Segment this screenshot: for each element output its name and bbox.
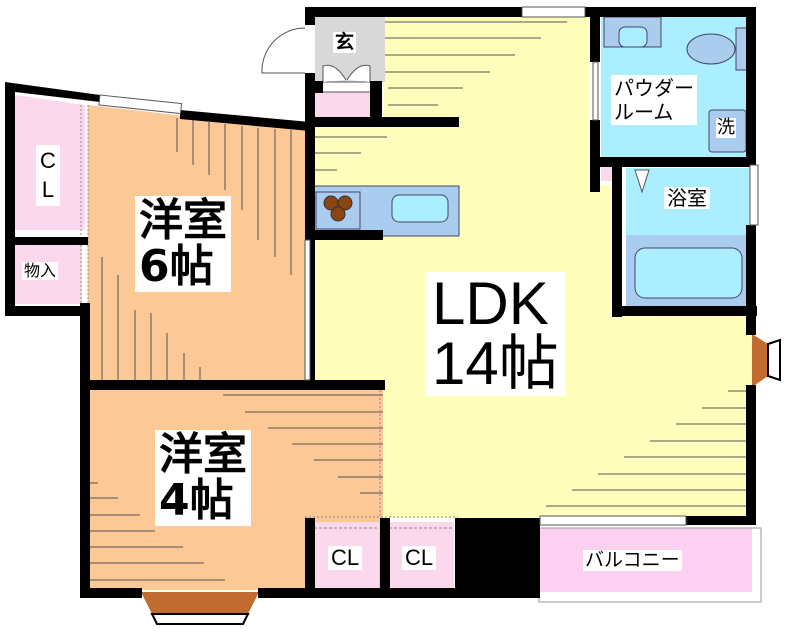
storage-label: 物入	[22, 261, 59, 280]
ldk-name: LDK	[432, 270, 549, 337]
western-room-6-label: 洋室 6帖	[135, 195, 231, 293]
western-room-6-size: 6帖	[139, 241, 214, 293]
closet-bottom-2-label: CL	[402, 546, 437, 570]
washbasin	[618, 26, 648, 48]
walls	[5, 7, 757, 598]
toilet	[686, 33, 736, 65]
entrance-door	[261, 27, 306, 74]
western-room-6-name: 洋室	[139, 195, 227, 246]
western-room-4-label: 洋室 4帖	[155, 429, 251, 527]
closet-bottom-1-label: CL	[328, 546, 363, 570]
washer-label: 洗	[716, 117, 736, 138]
window-6-room	[98, 94, 183, 115]
ldk-label: LDK 14帖	[426, 272, 565, 396]
powder-room-line1: パウダー	[614, 76, 694, 100]
western-room-4-size: 4帖	[159, 475, 234, 527]
closet-left-line1: C	[40, 148, 56, 173]
window-bath	[749, 164, 759, 226]
powder-room-label: パウダー ルーム	[611, 75, 697, 125]
powder-room-line2: ルーム	[614, 100, 674, 124]
bay-window-bottom	[141, 592, 259, 614]
window-top	[521, 6, 586, 18]
western-room-4-name: 洋室	[159, 429, 247, 480]
kitchen-sink	[391, 194, 449, 223]
closet-left-line2: L	[41, 176, 55, 202]
kitchen-counter	[313, 185, 460, 237]
window-balcony	[539, 515, 687, 526]
bay-window-right	[752, 334, 768, 387]
genkan-closet	[315, 92, 380, 119]
genkan-label: 玄	[333, 31, 357, 53]
balcony-label: バルコニー	[583, 549, 682, 571]
bathroom-label: 浴室	[664, 187, 710, 209]
bathtub	[634, 247, 743, 299]
closet-left-label: C L	[36, 145, 60, 207]
ldk-size: 14帖	[432, 330, 559, 397]
